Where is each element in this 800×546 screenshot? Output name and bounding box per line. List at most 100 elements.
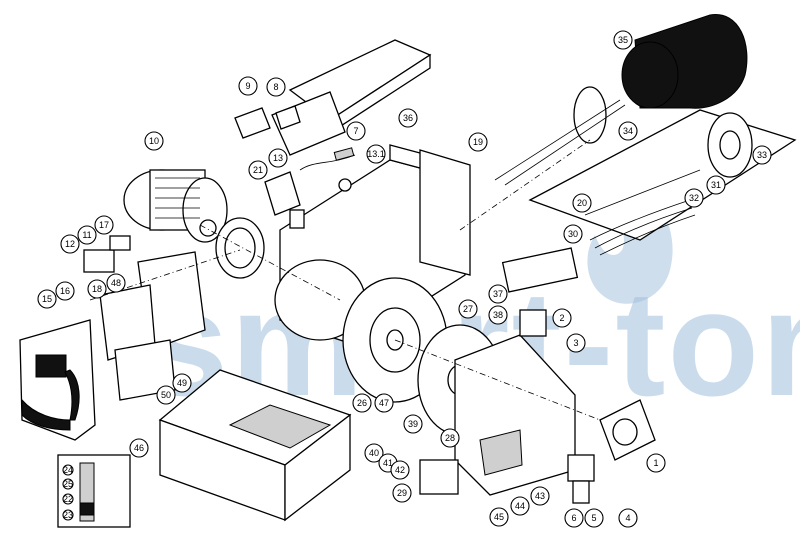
callout-circle xyxy=(156,385,176,405)
callout-circle xyxy=(403,414,423,434)
callout-37: 37 xyxy=(488,284,508,304)
callout-44: 44 xyxy=(510,496,530,516)
callout-label: 18 xyxy=(92,284,102,294)
callout-label: 5 xyxy=(591,513,596,523)
callout-circle xyxy=(563,224,583,244)
callout-label: 7 xyxy=(353,126,358,136)
callout-label: 10 xyxy=(149,136,159,146)
callout-circle xyxy=(468,132,488,152)
callout-label: 1 xyxy=(653,458,658,468)
callout-25: 25 xyxy=(62,478,74,490)
callout-46: 46 xyxy=(129,438,149,458)
callout-circle xyxy=(366,144,386,164)
callout-label: 20 xyxy=(577,198,587,208)
callout-label: 31 xyxy=(711,180,721,190)
callout-7: 7 xyxy=(346,121,366,141)
callout-2: 2 xyxy=(552,308,572,328)
callout-label: 19 xyxy=(473,137,483,147)
callout-label: 3 xyxy=(573,338,578,348)
callout-circle xyxy=(144,131,164,151)
callout-19: 19 xyxy=(468,132,488,152)
callout-label: 33 xyxy=(757,150,767,160)
callout-label: 2 xyxy=(559,313,564,323)
callout-label: 40 xyxy=(369,448,379,458)
callout-circle xyxy=(62,509,74,521)
callout-13-1: 13.1 xyxy=(366,144,386,164)
callout-label: 9 xyxy=(245,81,250,91)
air-box xyxy=(158,369,352,522)
callout-33: 33 xyxy=(752,145,772,165)
callout-circle xyxy=(618,121,638,141)
callout-48: 48 xyxy=(106,273,126,293)
callout-label: 37 xyxy=(493,289,503,299)
callout-21: 21 xyxy=(248,160,268,180)
callout-label: 26 xyxy=(357,398,367,408)
callout-11: 11 xyxy=(77,225,97,245)
callout-4: 4 xyxy=(618,508,638,528)
callout-label: 11 xyxy=(82,230,91,240)
callout-47: 47 xyxy=(374,393,394,413)
callout-label: 49 xyxy=(177,378,187,388)
callout-circle xyxy=(706,175,726,195)
callout-circle xyxy=(684,188,704,208)
callout-circle xyxy=(564,508,584,528)
callout-circle xyxy=(62,493,74,505)
callout-42: 42 xyxy=(390,460,410,480)
callout-circle xyxy=(364,443,384,463)
callout-16: 16 xyxy=(55,281,75,301)
callout-27: 27 xyxy=(458,299,478,319)
callout-circle xyxy=(55,281,75,301)
callout-12: 12 xyxy=(60,234,80,254)
callout-label: 32 xyxy=(689,193,699,203)
callout-circle xyxy=(613,30,633,50)
relay xyxy=(83,235,131,273)
callout-circle xyxy=(346,121,366,141)
callout-3: 3 xyxy=(566,333,586,353)
callout-label: 45 xyxy=(494,512,504,522)
callout-39: 39 xyxy=(403,414,423,434)
callout-28: 28 xyxy=(440,428,460,448)
callout-label: 4 xyxy=(625,513,630,523)
callout-circle xyxy=(106,273,126,293)
callout-24: 24 xyxy=(62,464,74,476)
callout-label: 48 xyxy=(111,278,121,288)
top-cover-plate xyxy=(271,39,432,156)
callout-label: 15 xyxy=(42,294,52,304)
oil-pump xyxy=(599,399,656,461)
callout-circle xyxy=(752,145,772,165)
callout-label: 46 xyxy=(134,443,144,453)
callout-label: 35 xyxy=(618,35,628,45)
callout-circle xyxy=(458,299,478,319)
callout-circle xyxy=(566,333,586,353)
callout-label: 41 xyxy=(383,458,393,468)
callout-circle xyxy=(94,215,114,235)
callout-label: 17 xyxy=(99,220,109,230)
callout-9: 9 xyxy=(238,76,258,96)
callout-circle xyxy=(584,508,604,528)
ignition-cable xyxy=(299,147,356,192)
callout-label: 13 xyxy=(273,153,283,163)
callout-circle xyxy=(618,508,638,528)
callout-13: 13 xyxy=(268,148,288,168)
callout-label: 22 xyxy=(63,494,73,504)
solenoid-valves xyxy=(501,247,579,337)
callout-circle xyxy=(530,486,550,506)
front-cover xyxy=(19,319,96,441)
callout-26: 26 xyxy=(352,393,372,413)
callout-label: 8 xyxy=(273,82,278,92)
callout-label: 36 xyxy=(403,113,413,123)
callout-36: 36 xyxy=(398,108,418,128)
callout-circle xyxy=(390,460,410,480)
callout-label: 25 xyxy=(63,479,73,489)
blast-tube xyxy=(621,14,748,109)
callout-label: 13.1 xyxy=(367,149,385,159)
callout-label: 39 xyxy=(408,419,418,429)
callout-1: 1 xyxy=(646,453,666,473)
callout-circle xyxy=(77,225,97,245)
transformer xyxy=(264,171,301,216)
callout-5: 5 xyxy=(584,508,604,528)
callout-circle xyxy=(488,305,508,325)
callout-circle xyxy=(374,393,394,413)
callout-17: 17 xyxy=(94,215,114,235)
